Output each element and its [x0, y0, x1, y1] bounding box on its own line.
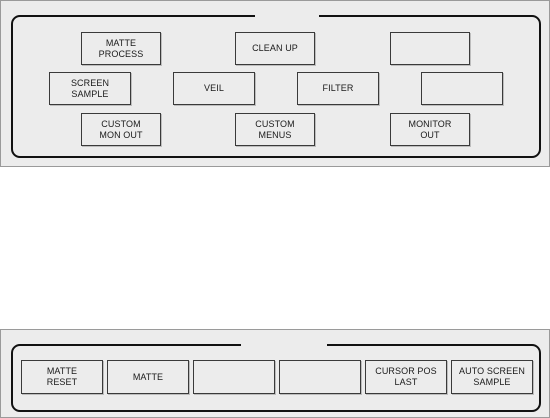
blank-button-middle-right[interactable]: [421, 72, 503, 105]
screen-sample-button[interactable]: SCREEN SAMPLE: [49, 72, 131, 105]
matte-button[interactable]: MATTE: [107, 360, 189, 394]
blank-button-bottom-1[interactable]: [193, 360, 275, 394]
bottom-panel-frame: [11, 343, 541, 412]
clean-up-button[interactable]: CLEAN UP: [235, 32, 315, 65]
matte-reset-button[interactable]: MATTE RESET: [21, 360, 103, 394]
custom-mon-out-button[interactable]: CUSTOM MON OUT: [81, 113, 161, 146]
bottom-button-panel: MATTE RESET MATTE CURSOR POS LAST AUTO S…: [0, 329, 550, 418]
top-frame-notch: [255, 14, 319, 19]
filter-button[interactable]: FILTER: [297, 72, 379, 105]
veil-button[interactable]: VEIL: [173, 72, 255, 105]
blank-button-bottom-2[interactable]: [279, 360, 361, 394]
cursor-pos-last-button[interactable]: CURSOR POS LAST: [365, 360, 447, 394]
custom-menus-button[interactable]: CUSTOM MENUS: [235, 113, 315, 146]
auto-screen-sample-button[interactable]: AUTO SCREEN SAMPLE: [451, 360, 533, 394]
blank-button-top-right[interactable]: [390, 32, 470, 65]
top-button-panel: MATTE PROCESS CLEAN UP SCREEN SAMPLE VEI…: [0, 0, 550, 167]
matte-process-button[interactable]: MATTE PROCESS: [81, 32, 161, 65]
bottom-frame-notch: [241, 343, 327, 348]
top-panel-frame: [11, 14, 541, 158]
monitor-out-button[interactable]: MONITOR OUT: [390, 113, 470, 146]
